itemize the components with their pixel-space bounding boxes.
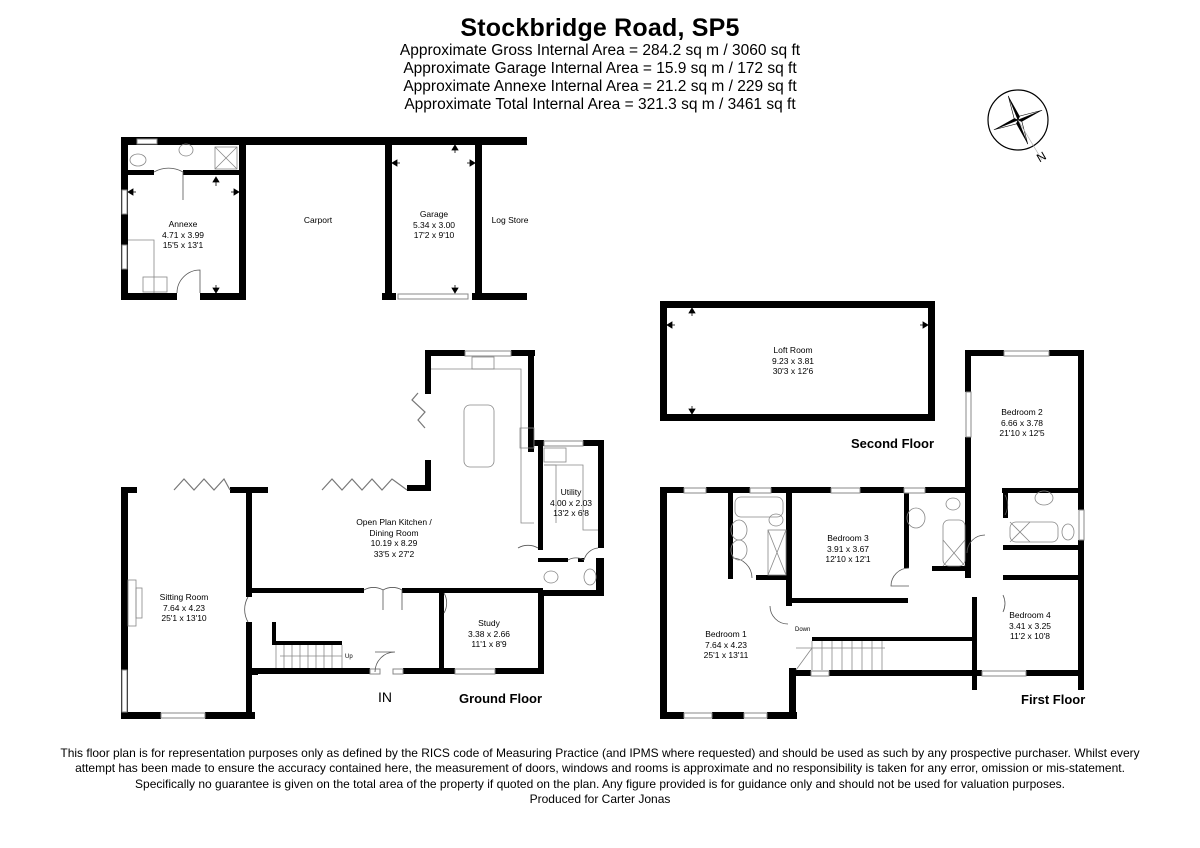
property-title: Stockbridge Road, SP5 <box>460 14 740 42</box>
room-bedroom-1: Bedroom 1 7.64 x 4.23 25'1 x 13'11 <box>703 629 749 660</box>
room-log-store: Log Store <box>491 215 529 225</box>
total-area: Approximate Total Internal Area = 321.3 … <box>404 96 796 113</box>
room-carport: Carport <box>303 215 333 225</box>
room-garage: Garage 5.34 x 3.00 17'2 x 9'10 <box>412 209 456 240</box>
ground-floor-label: Ground Floor <box>459 691 543 706</box>
second-floor-label: Second Floor <box>851 436 935 451</box>
stairs-down-label: Down <box>795 627 811 633</box>
entrance-label: IN <box>378 689 392 705</box>
room-study: Study 3.38 x 2.66 11'1 x 8'9 <box>467 618 511 649</box>
stairs-up-label: Up <box>345 654 353 660</box>
room-bedroom-4: Bedroom 4 3.41 x 3.25 11'2 x 10'8 <box>1008 610 1052 641</box>
disclaimer-text: This floor plan is for representation pu… <box>60 746 1140 791</box>
first-floor-label: First Floor <box>1021 692 1086 707</box>
room-annexe: Annexe 4.71 x 3.99 15'5 x 13'1 <box>161 219 205 250</box>
room-loft: Loft Room 9.23 x 3.81 30'3 x 12'6 <box>771 345 815 376</box>
garage-area: Approximate Garage Internal Area = 15.9 … <box>403 60 797 77</box>
header: Stockbridge Road, SP5 Approximate Gross … <box>0 14 1200 114</box>
room-sitting: Sitting Room 7.64 x 4.23 25'1 x 13'10 <box>159 592 209 623</box>
gross-area: Approximate Gross Internal Area = 284.2 … <box>399 42 801 59</box>
room-kitchen-dining: Open Plan Kitchen / Dining Room 10.19 x … <box>356 517 432 559</box>
produced-for: Produced for Carter Jonas <box>529 791 671 806</box>
room-utility: Utility 4.00 x 2.03 13'2 x 6'8 <box>549 487 593 518</box>
disclaimer: This floor plan is for representation pu… <box>60 746 1140 807</box>
room-bedroom-2: Bedroom 2 6.66 x 3.78 21'10 x 12'5 <box>999 407 1045 438</box>
annexe-area: Approximate Annexe Internal Area = 21.2 … <box>403 78 797 95</box>
room-bedroom-3: Bedroom 3 3.91 x 3.67 12'10 x 12'1 <box>825 533 871 564</box>
compass-icon <box>987 89 1049 161</box>
